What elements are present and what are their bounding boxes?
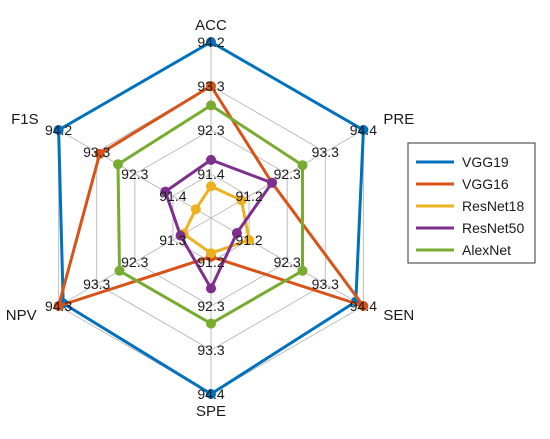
radar-labels: 94.2 93.3 92.3 91.4 94.4 93.3 92.3 91.2 94.4 93.3… [6, 17, 414, 420]
series-point-alexnet [206, 318, 216, 329]
grid-spoke [58, 129, 212, 219]
series-point-resnet18 [236, 195, 247, 206]
tick-label: 93.3 [312, 276, 339, 292]
series-point-resnet50 [231, 228, 242, 238]
axis-label-pre: PRE [383, 111, 414, 128]
tick-label: 92.3 [197, 298, 224, 314]
series-point-vgg19 [53, 125, 64, 135]
series-point-vgg16 [206, 81, 216, 91]
legend-label-vgg19: VGG19 [462, 154, 509, 170]
tick-label: 94.2 [197, 34, 224, 50]
tick-label: 93.3 [312, 144, 339, 160]
tick-label: 92.3 [121, 254, 148, 270]
tick-label: 94.4 [350, 298, 377, 314]
series-point-alexnet [114, 265, 125, 276]
series-point-resnet50 [206, 283, 216, 294]
tick-label: 93.3 [83, 144, 110, 160]
tick-label: 91.2 [235, 232, 262, 248]
series-point-alexnet [113, 159, 123, 170]
tick-label: 91.4 [197, 166, 224, 182]
tick-label: 91.4 [159, 188, 186, 204]
series-point-resnet18 [244, 235, 255, 245]
series-point-vgg16 [53, 301, 64, 311]
tick-label: 93.3 [83, 276, 110, 292]
legend-label-vgg16: VGG16 [462, 176, 509, 192]
series-point-resnet18 [190, 204, 201, 215]
tick-label: 91.3 [159, 232, 186, 248]
radar-series [53, 37, 369, 399]
axis-label-spe: SPE [196, 403, 226, 420]
tick-label: 92.3 [274, 254, 301, 270]
series-point-resnet50 [175, 230, 186, 241]
series-point-vgg19 [206, 389, 216, 399]
axis-label-sen: SEN [383, 307, 414, 324]
axis-label-acc: ACC [195, 17, 227, 34]
tick-label: 94.4 [197, 386, 224, 402]
series-point-vgg16 [94, 148, 105, 159]
series-point-vgg19 [206, 37, 216, 47]
axis-label-npv: NPV [6, 307, 37, 324]
axis-label-f1s: F1S [11, 111, 39, 128]
tick-label: 93.3 [197, 342, 224, 358]
series-point-vgg16 [358, 301, 369, 311]
series-point-resnet18 [206, 181, 216, 192]
series-point-alexnet [297, 265, 308, 276]
series-point-alexnet [206, 100, 216, 111]
tick-label: 94.2 [45, 122, 72, 138]
series-point-resnet18 [206, 248, 216, 259]
tick-label: 92.3 [121, 166, 148, 182]
series-point-resnet50 [267, 177, 277, 188]
tick-label: 92.3 [274, 166, 301, 182]
tick-label: 94.4 [350, 122, 377, 138]
tick-label: 91.2 [197, 254, 224, 270]
series-point-resnet50 [206, 154, 216, 165]
legend-label-resnet50: ResNet50 [462, 220, 524, 236]
tick-label: 92.3 [197, 122, 224, 138]
series-point-alexnet [297, 160, 308, 171]
tick-label: 91.2 [235, 188, 262, 204]
grid-spoke [210, 129, 364, 219]
tick-label: 94.3 [45, 298, 72, 314]
legend-label-resnet18: ResNet18 [462, 198, 524, 214]
series-point-resnet50 [160, 186, 171, 197]
series-point-vgg19 [358, 125, 369, 135]
tick-label: 93.3 [197, 78, 224, 94]
legend-label-alexnet: AlexNet [462, 242, 511, 258]
